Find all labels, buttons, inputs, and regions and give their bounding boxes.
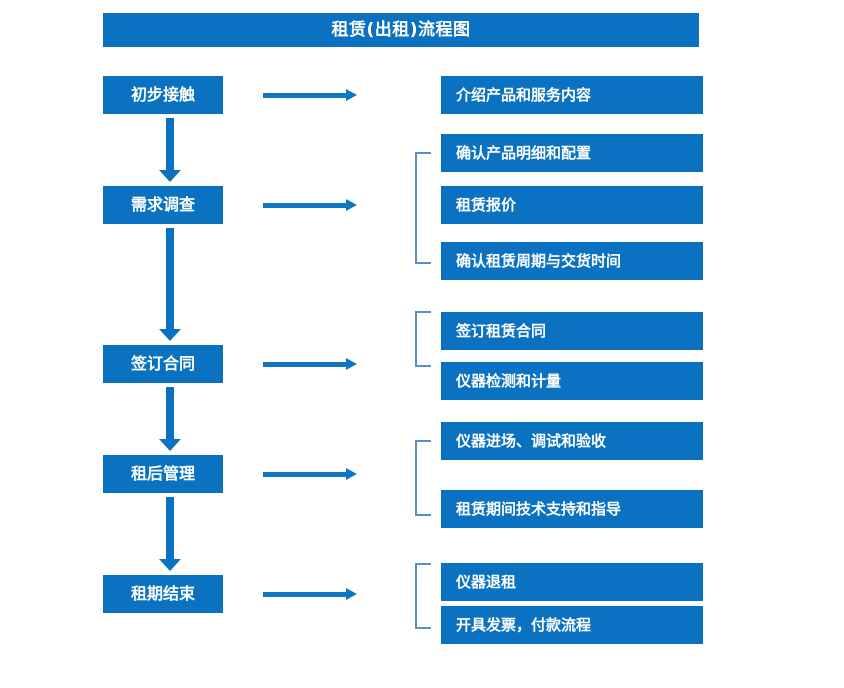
right-arrow-icon-2 <box>263 199 357 211</box>
group-bracket-2 <box>415 311 431 367</box>
detail-label-9: 仪器退租 <box>456 572 517 591</box>
stage-label-4: 租后管理 <box>130 464 195 483</box>
group-bracket-1 <box>415 152 431 264</box>
detail-label-8: 租赁期间技术支持和指导 <box>456 499 622 518</box>
detail-label-5: 签订租赁合同 <box>456 321 547 340</box>
stage-box-5[interactable]: 租期结束 <box>103 575 223 613</box>
group-bracket-3 <box>415 440 431 516</box>
detail-box-2[interactable]: 确认产品明细和配置 <box>441 134 703 172</box>
detail-label-1: 介绍产品和服务内容 <box>456 85 592 104</box>
chart-title: 租赁(出租)流程图 <box>331 19 471 40</box>
detail-box-7[interactable]: 仪器进场、调试和验收 <box>441 422 703 460</box>
detail-label-6: 仪器检测和计量 <box>456 371 562 390</box>
detail-label-7: 仪器进场、调试和验收 <box>456 431 607 450</box>
stage-box-2[interactable]: 需求调查 <box>103 186 223 224</box>
right-arrow-icon-5 <box>263 588 357 600</box>
detail-box-1[interactable]: 介绍产品和服务内容 <box>441 76 703 114</box>
stage-label-3: 签订合同 <box>130 354 195 373</box>
down-arrow-icon-1 <box>159 118 181 182</box>
right-arrow-icon-1 <box>263 89 357 101</box>
stage-label-5: 租期结束 <box>130 584 195 603</box>
detail-label-4: 确认租赁周期与交货时间 <box>456 251 622 270</box>
stage-label-2: 需求调查 <box>130 195 195 214</box>
detail-label-10: 开具发票，付款流程 <box>456 615 592 634</box>
detail-box-9[interactable]: 仪器退租 <box>441 563 703 601</box>
down-arrow-icon-4 <box>159 497 181 571</box>
stage-box-4[interactable]: 租后管理 <box>103 455 223 493</box>
detail-label-3: 租赁报价 <box>456 195 517 214</box>
down-arrow-icon-2 <box>159 228 181 341</box>
detail-box-8[interactable]: 租赁期间技术支持和指导 <box>441 490 703 528</box>
right-arrow-icon-3 <box>263 358 357 370</box>
stage-label-1: 初步接触 <box>130 85 195 104</box>
stage-box-1[interactable]: 初步接触 <box>103 76 223 114</box>
detail-box-4[interactable]: 确认租赁周期与交货时间 <box>441 242 703 280</box>
stage-box-3[interactable]: 签订合同 <box>103 345 223 383</box>
detail-box-10[interactable]: 开具发票，付款流程 <box>441 606 703 644</box>
detail-box-3[interactable]: 租赁报价 <box>441 186 703 224</box>
down-arrow-icon-3 <box>159 387 181 451</box>
detail-label-2: 确认产品明细和配置 <box>456 143 592 162</box>
right-arrow-icon-4 <box>263 468 357 480</box>
detail-box-6[interactable]: 仪器检测和计量 <box>441 362 703 400</box>
detail-box-5[interactable]: 签订租赁合同 <box>441 312 703 350</box>
chart-title-bar: 租赁(出租)流程图 <box>103 13 699 47</box>
group-bracket-4 <box>415 563 431 629</box>
